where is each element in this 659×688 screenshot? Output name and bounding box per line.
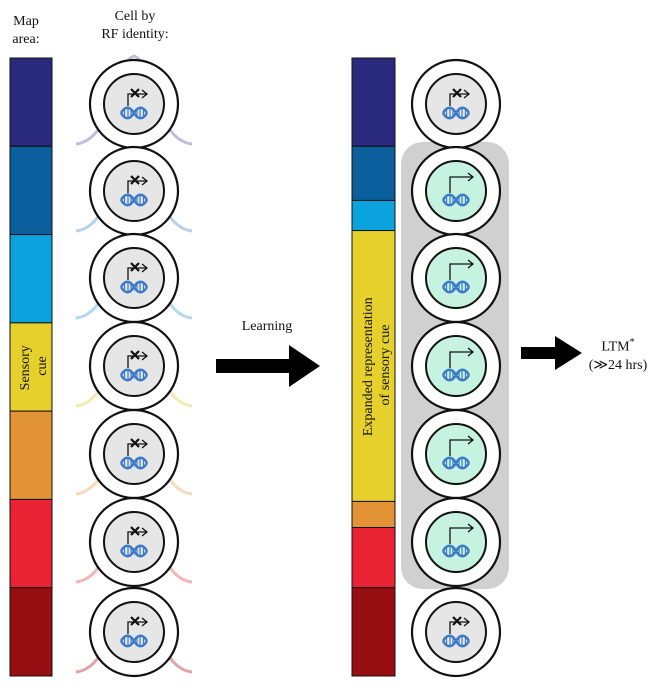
right-cell-5	[410, 408, 502, 500]
promoter-arrow-icon	[127, 263, 149, 280]
left-map-band-2	[9, 145, 53, 236]
left-cell-1	[88, 58, 180, 150]
right-cell-6	[410, 496, 502, 588]
nucleus	[425, 601, 487, 663]
ltm-asterisk: *	[629, 337, 635, 348]
nucleus	[103, 423, 165, 485]
right-cell-1	[410, 58, 502, 150]
blocked-x-icon	[130, 350, 140, 360]
nucleus	[103, 160, 165, 222]
map-area-header-line2: area:	[12, 32, 40, 47]
promoter-arrow-icon	[449, 435, 475, 456]
ltm-text: LTM	[601, 339, 630, 355]
left-cell-5	[88, 408, 180, 500]
expanded-label-line2: of sensory cue	[378, 325, 393, 406]
right-map-band-6	[351, 527, 396, 589]
promoter-arrow-icon	[449, 617, 471, 634]
expanded-representation-label: Expanded representation of sensory cue	[361, 294, 393, 436]
blocked-x-icon	[130, 438, 140, 448]
promoter-arrow-icon	[127, 617, 149, 634]
blocked-x-icon	[130, 88, 140, 98]
learning-arrow	[216, 345, 320, 387]
right-map-band-2	[351, 145, 396, 201]
right-cell-3	[410, 232, 502, 324]
left-cell-2	[88, 145, 180, 237]
blocked-x-icon	[130, 175, 140, 185]
right-map-band-1	[351, 57, 396, 147]
sensory-cue-label-line1: Sensory	[18, 345, 33, 390]
nucleus	[103, 73, 165, 135]
cell-header-line1: Cell by	[114, 9, 156, 24]
left-cell-7	[88, 586, 180, 678]
promoter-arrow-icon	[449, 89, 471, 106]
promoter-arrow-icon	[127, 351, 149, 368]
nucleus	[425, 511, 487, 573]
nucleus	[103, 601, 165, 663]
left-cell-3	[88, 232, 180, 324]
blocked-x-icon	[452, 88, 462, 98]
right-map-band-4	[351, 230, 396, 502]
expanded-label-line1: Expanded representation	[361, 297, 376, 436]
left-cell-6	[88, 496, 180, 588]
left-map-band-4	[9, 322, 53, 412]
blocked-x-icon	[130, 262, 140, 272]
left-cell-4	[88, 320, 180, 412]
map-area-header-line1: Map	[13, 14, 39, 29]
left-map-band-5	[9, 410, 53, 500]
promoter-arrow-icon	[449, 347, 475, 368]
promoter-arrow-icon	[127, 439, 149, 456]
ltm-label: LTM*	[580, 334, 656, 357]
left-map-band-3	[9, 234, 53, 324]
right-cell-4	[410, 320, 502, 412]
promoter-arrow-icon	[127, 176, 149, 193]
right-cell-7	[410, 586, 502, 678]
left-map-band-6	[9, 498, 53, 589]
blocked-x-icon	[452, 616, 462, 626]
promoter-arrow-icon	[449, 523, 475, 544]
learning-label: Learning	[241, 319, 293, 334]
right-map-band-5	[351, 500, 396, 529]
ltm-duration: (≫24 hrs)	[588, 357, 648, 373]
left-map-band-1	[9, 57, 53, 147]
sensory-cue-label-line2: cue	[35, 356, 50, 375]
nucleus	[425, 335, 487, 397]
nucleus	[425, 247, 487, 309]
right-map-band-7	[351, 587, 396, 677]
ltm-arrow	[521, 336, 582, 370]
blocked-x-icon	[130, 616, 140, 626]
right-map-band-3	[351, 199, 396, 232]
right-cell-2	[410, 145, 502, 237]
left-map-band-7	[9, 587, 53, 677]
cell-header-line2: RF identity:	[101, 27, 169, 42]
promoter-arrow-icon	[127, 527, 149, 544]
nucleus	[425, 73, 487, 135]
blocked-x-icon	[130, 526, 140, 536]
promoter-arrow-icon	[449, 259, 475, 280]
nucleus	[425, 160, 487, 222]
promoter-arrow-icon	[127, 89, 149, 106]
sensory-cue-label: Sensory cue	[18, 342, 50, 391]
nucleus	[103, 511, 165, 573]
promoter-arrow-icon	[449, 172, 475, 193]
nucleus	[103, 247, 165, 309]
nucleus	[425, 423, 487, 485]
nucleus	[103, 335, 165, 397]
